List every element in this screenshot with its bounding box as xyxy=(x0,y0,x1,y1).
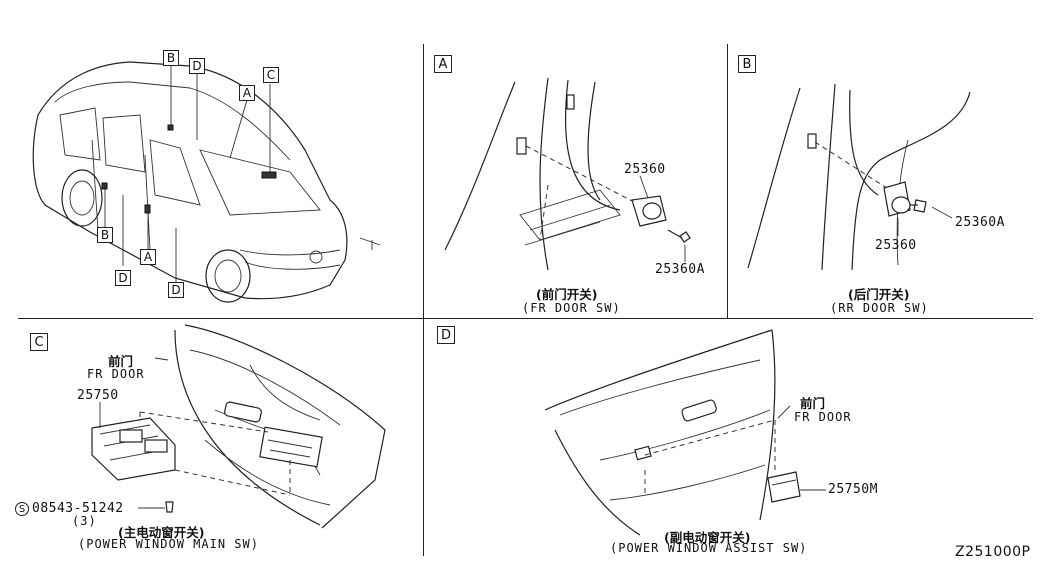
screw-symbol-letter: S xyxy=(18,503,26,515)
panel-b-switch-part-number: 25360 xyxy=(875,238,917,253)
panel-c-door-en: FR DOOR xyxy=(87,367,145,381)
vertical-divider-top-right xyxy=(727,44,728,318)
panel-d-switch-part-number: 25750M xyxy=(828,482,878,497)
panel-a-bolt-part-number: 25360A xyxy=(655,262,705,277)
vehicle-callout-a-top: A xyxy=(239,85,255,101)
panel-c-screw-quantity: (3) xyxy=(72,514,97,528)
panel-a-drawing xyxy=(444,77,691,271)
panel-d-drawing xyxy=(544,329,826,536)
panel-d-door-en: FR DOOR xyxy=(794,410,852,424)
panel-c-title-cn: (主电动窗开关) xyxy=(118,525,205,540)
vehicle-callout-d-top: D xyxy=(189,58,205,74)
vertical-divider-top-left xyxy=(423,44,424,318)
panel-a-tag: A xyxy=(434,55,452,73)
vertical-divider-bottom xyxy=(423,318,424,556)
vehicle-callout-c: C xyxy=(263,67,279,83)
panel-b-tag: B xyxy=(738,55,756,73)
panel-c-screw-part-number: 08543-51242 xyxy=(32,501,124,516)
vehicle-callout-b-bottom: B xyxy=(97,227,113,243)
panel-c-tag: C xyxy=(30,333,48,351)
vehicle-callout-d-bottom-left: D xyxy=(115,270,131,286)
panel-b-bolt-part-number: 25360A xyxy=(955,215,1005,230)
vehicle-callout-d-bottom-right: D xyxy=(168,282,184,298)
panel-c-door-cn: 前门 xyxy=(108,354,134,369)
panel-b-title-en: (RR DOOR SW) xyxy=(830,301,929,315)
panel-d-tag: D xyxy=(437,326,455,344)
panel-a-switch-part-number: 25360 xyxy=(624,162,666,177)
panel-a-title-cn: (前门开关) xyxy=(536,287,598,302)
panel-d-door-cn: 前门 xyxy=(800,396,826,411)
vehicle-drawing xyxy=(32,61,381,303)
horizontal-divider xyxy=(18,318,1033,319)
diagram-code: Z251000P xyxy=(955,544,1031,560)
panel-a-title-en: (FR DOOR SW) xyxy=(522,301,621,315)
panel-d-title-en: (POWER WINDOW ASSIST SW) xyxy=(610,541,808,555)
panel-b-title-cn: (后门开关) xyxy=(848,287,910,302)
panel-c-switch-part-number: 25750 xyxy=(77,388,119,403)
panel-d-title-cn: (副电动窗开关) xyxy=(664,530,751,545)
vehicle-callout-b-top: B xyxy=(163,50,179,66)
panel-c-screw-symbol: S xyxy=(15,502,29,516)
panel-c-title-en: (POWER WINDOW MAIN SW) xyxy=(78,537,259,551)
panel-b-drawing xyxy=(747,83,971,271)
vehicle-callout-a-bottom: A xyxy=(140,249,156,265)
panel-c-drawing xyxy=(91,324,386,529)
